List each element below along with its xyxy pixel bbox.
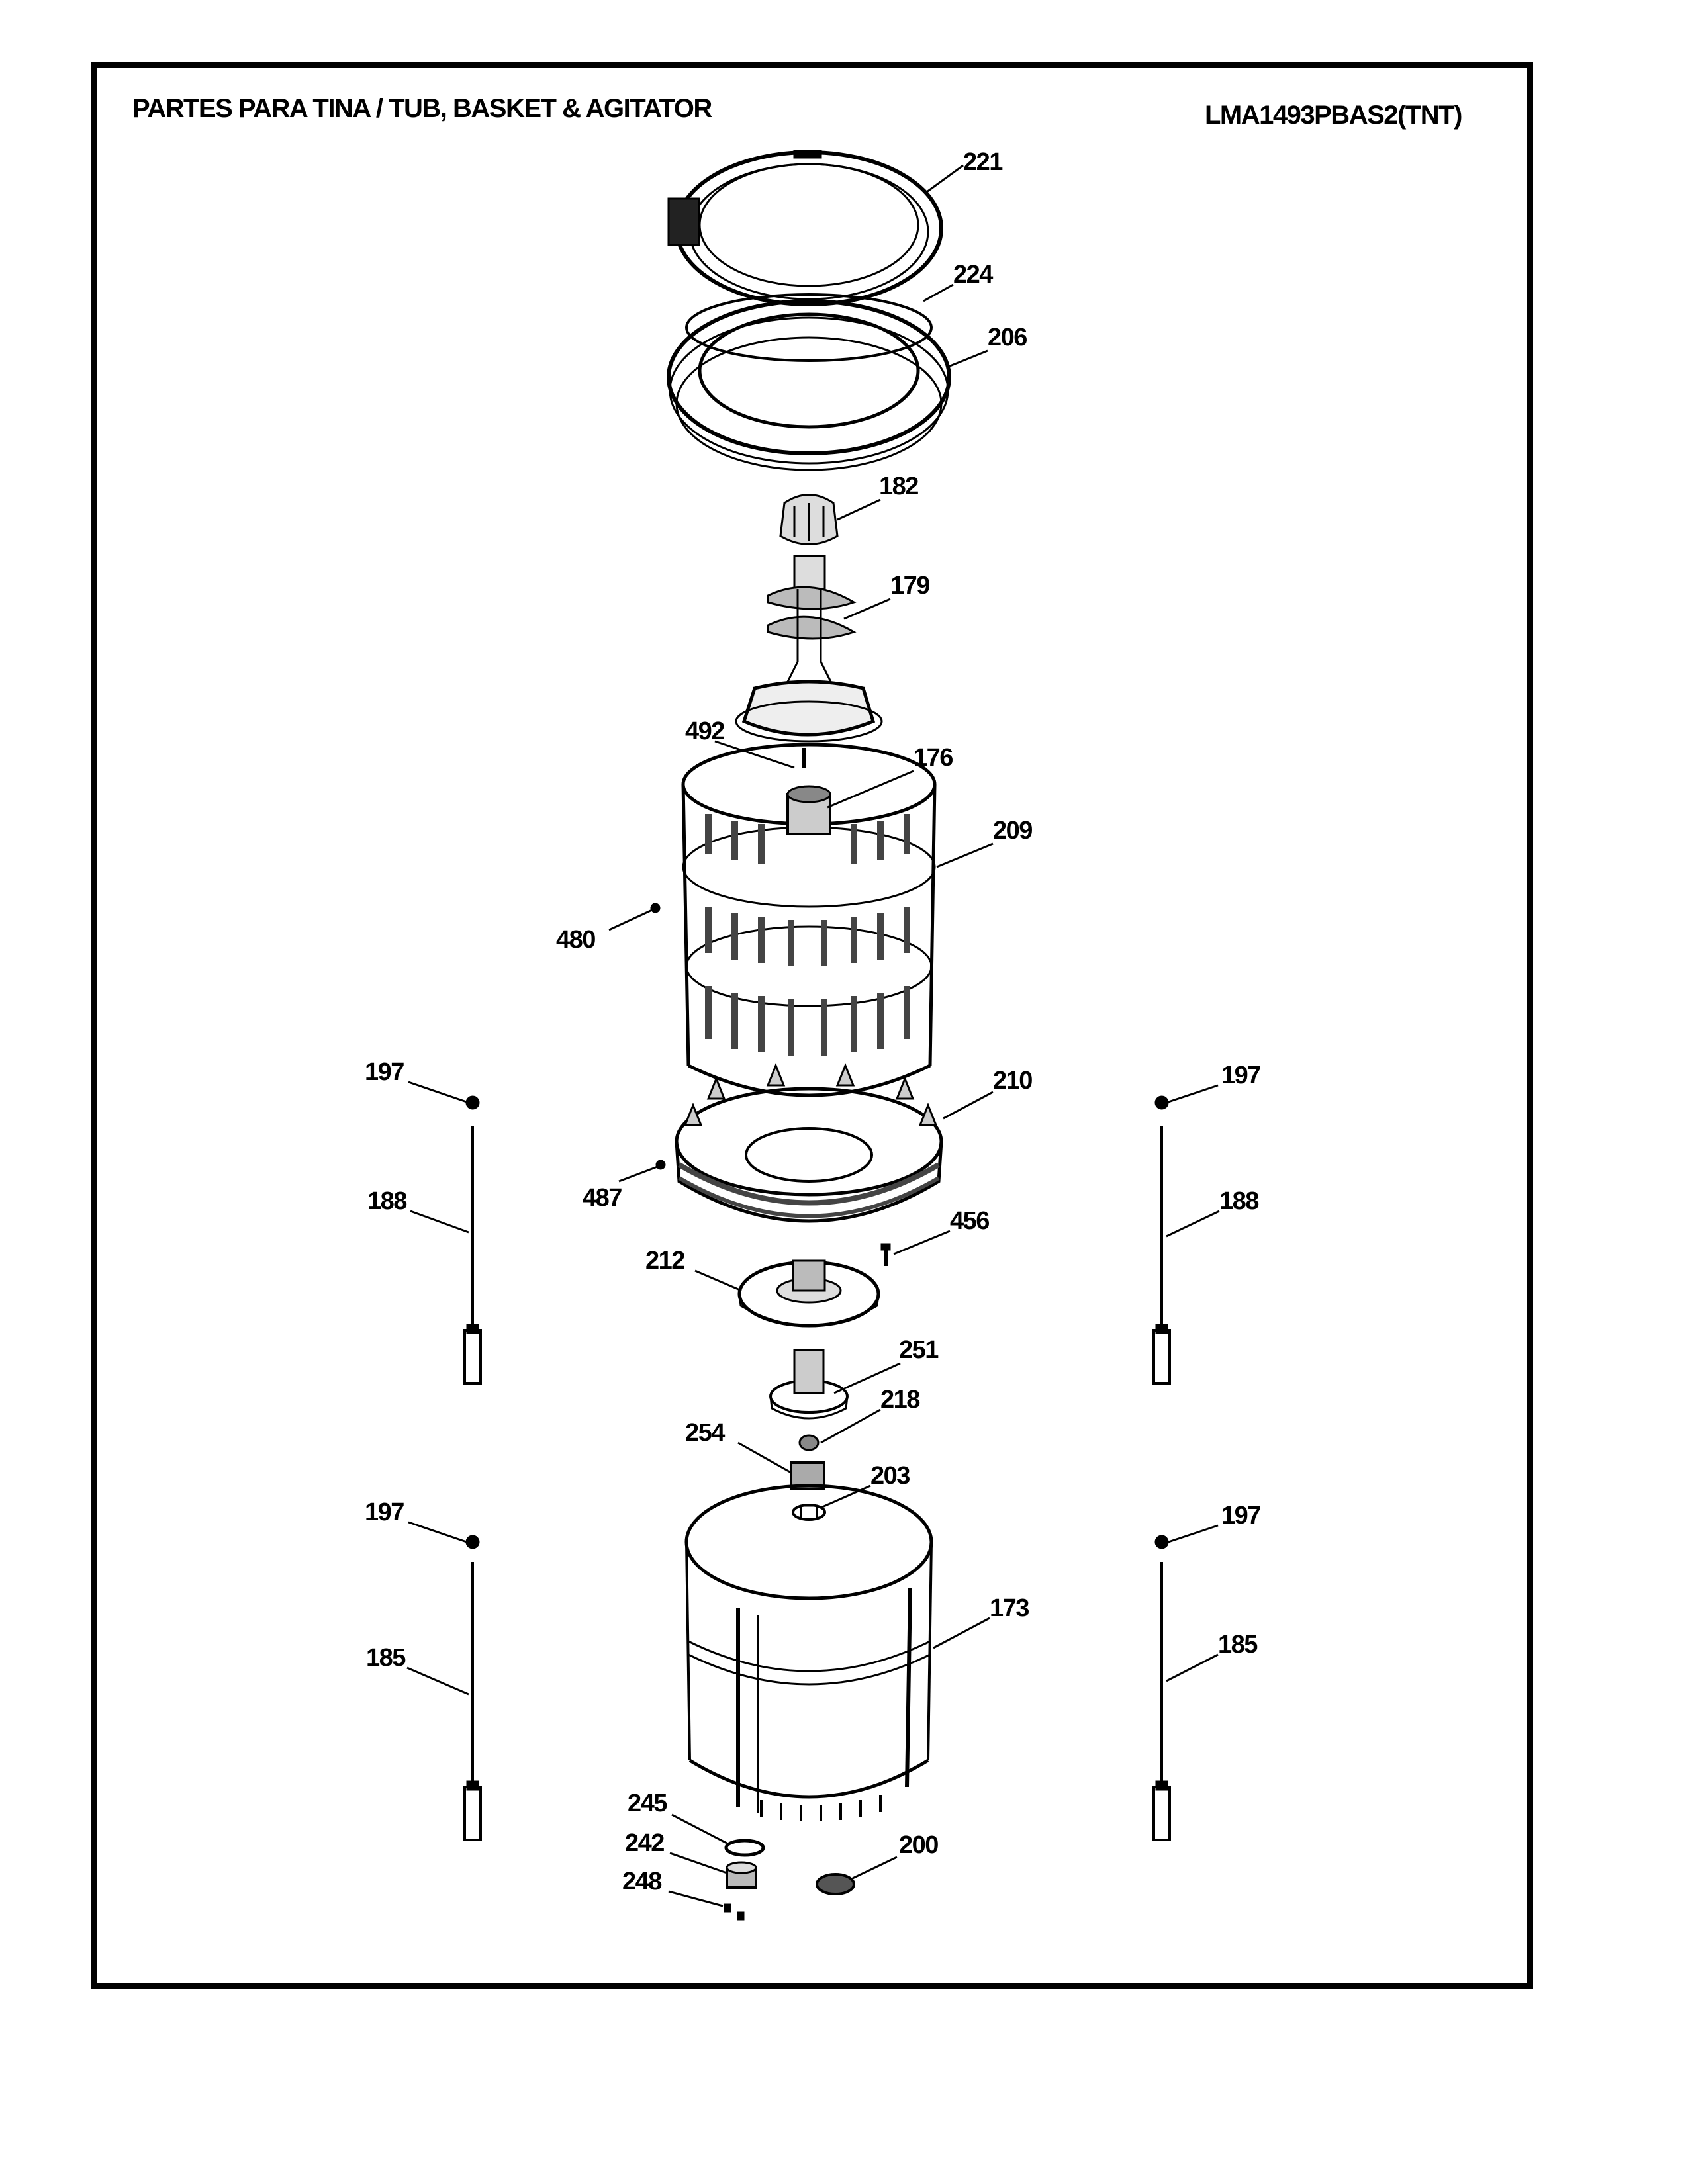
callout-251: 251 — [899, 1336, 939, 1364]
callout-212: 212 — [645, 1247, 684, 1275]
callout-209: 209 — [993, 817, 1032, 844]
part-200-drain-nut — [816, 1873, 855, 1895]
part-197-185-suspension-lower-right — [1152, 1535, 1171, 1841]
callout-173: 173 — [990, 1594, 1029, 1622]
callout-218: 218 — [880, 1386, 919, 1414]
callout-188-right: 188 — [1219, 1187, 1258, 1215]
callout-197-lower-right: 197 — [1221, 1502, 1260, 1529]
part-179-agitator — [735, 555, 883, 743]
part-456-screw — [880, 1243, 891, 1266]
part-480-screw — [650, 903, 661, 913]
page-title: PARTES PARA TINA / TUB, BASKET & AGITATO… — [132, 94, 712, 123]
callout-197-lower-left: 197 — [365, 1498, 404, 1526]
callout-185-right: 185 — [1218, 1631, 1258, 1659]
model-number: LMA1493PBAS2(TNT) — [1205, 101, 1462, 130]
part-210-basket-base — [675, 1062, 943, 1223]
callout-203: 203 — [870, 1462, 910, 1490]
callout-245: 245 — [628, 1790, 667, 1817]
part-197-188-suspension-upper-left — [463, 1095, 482, 1385]
callout-487: 487 — [583, 1184, 622, 1212]
callout-248: 248 — [622, 1868, 661, 1895]
part-209-basket — [681, 743, 937, 1097]
part-218-nut — [798, 1434, 820, 1451]
callout-197-upper-right: 197 — [1221, 1062, 1260, 1089]
part-203-seal — [792, 1504, 826, 1521]
part-248-clip — [724, 1903, 745, 1921]
callout-480: 480 — [556, 926, 595, 954]
part-197-188-suspension-upper-right — [1152, 1095, 1171, 1385]
callout-200: 200 — [899, 1831, 938, 1859]
callout-labels: 221 224 206 182 179 492 176 209 480 197 … — [365, 148, 1262, 1895]
callout-197-upper-left: 197 — [365, 1058, 404, 1086]
part-206-balance-ring — [667, 299, 951, 471]
callout-185-left: 185 — [366, 1644, 406, 1672]
part-173-outer-tub — [684, 1484, 933, 1821]
part-242-bearing — [726, 1861, 757, 1889]
part-221-tub-cover — [667, 150, 943, 306]
part-212-hub-plate — [737, 1259, 880, 1328]
callout-176: 176 — [914, 744, 953, 772]
part-224-gasket — [685, 293, 933, 362]
callout-224: 224 — [953, 261, 993, 289]
callout-456: 456 — [950, 1207, 989, 1235]
leader-lines — [406, 164, 1220, 1907]
callout-179: 179 — [890, 572, 929, 600]
part-182-agitator-cap — [779, 494, 839, 545]
diagram-frame — [91, 62, 1533, 1989]
part-251-clutch — [769, 1349, 849, 1420]
callout-492: 492 — [685, 717, 724, 745]
part-245-ring — [724, 1839, 765, 1857]
part-197-185-suspension-lower-left — [463, 1535, 482, 1841]
part-176-hub — [786, 785, 831, 835]
callout-210: 210 — [993, 1067, 1032, 1095]
callout-242: 242 — [625, 1829, 664, 1857]
callout-182: 182 — [879, 473, 918, 500]
callout-206: 206 — [988, 324, 1027, 351]
part-487-screw — [655, 1160, 666, 1170]
callout-221: 221 — [963, 148, 1003, 176]
callout-188-left: 188 — [367, 1187, 406, 1215]
callout-254: 254 — [685, 1419, 725, 1447]
